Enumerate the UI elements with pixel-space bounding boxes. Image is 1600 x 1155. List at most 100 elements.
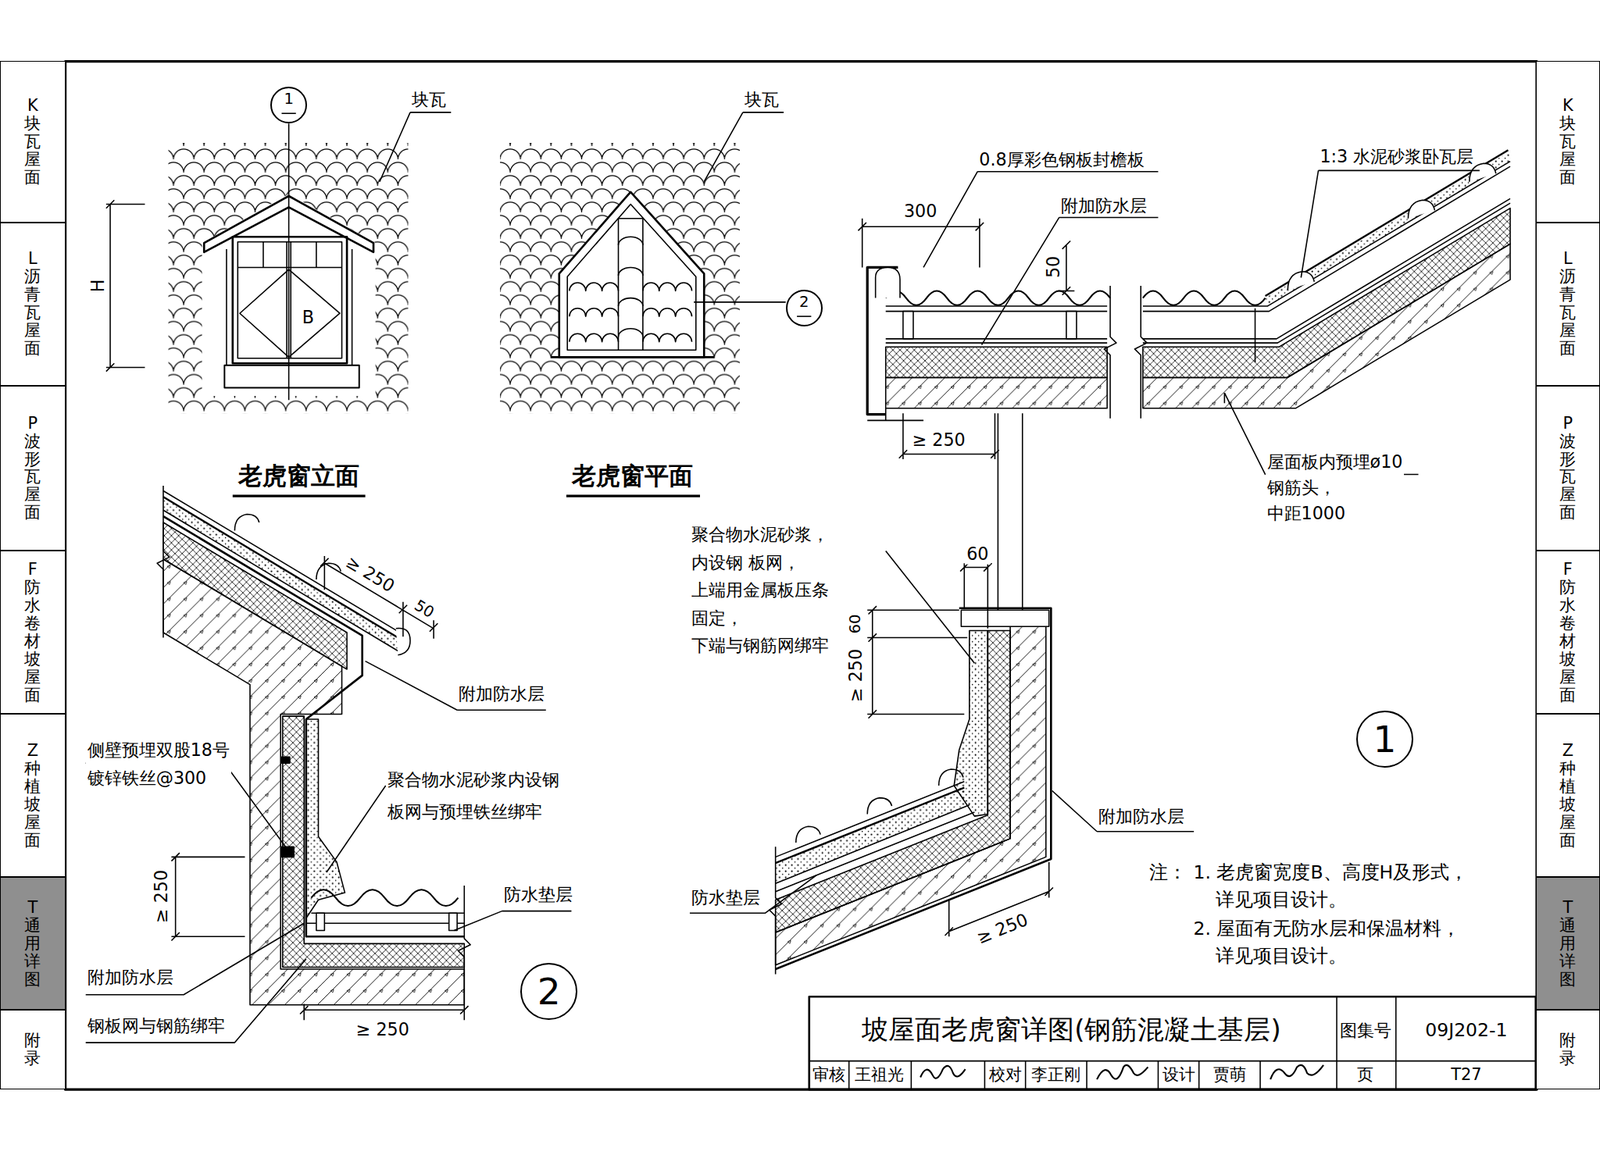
dormer-plan <box>500 142 740 414</box>
sheet-frame <box>809 996 1536 1090</box>
dormer-front-section <box>163 496 404 641</box>
callout-number: 1 <box>1372 721 1397 758</box>
section-tab: L沥青瓦屋面 <box>0 222 66 386</box>
dormer-front-section <box>365 661 547 711</box>
dormer-plan <box>703 112 784 183</box>
dormer-front-section <box>163 490 400 633</box>
dormer-plan <box>618 236 643 337</box>
drawing-title: 坡屋面老虎窗详图(钢筋混凝土基层) <box>860 1012 1283 1049</box>
callout-text: 附加防水层 <box>85 967 175 989</box>
eave-section <box>899 413 1000 460</box>
callout-text: 附加防水层 <box>1059 194 1149 216</box>
note-text: 2. 屋面有无防水层和保温材料， <box>1192 917 1463 940</box>
dormer-plan <box>559 192 704 358</box>
view-title: 老虎窗立面 <box>236 461 361 492</box>
callout-text: 防水垫层 <box>689 887 762 909</box>
dimension-text: 60 <box>846 613 865 636</box>
dormer-elevation <box>224 365 359 389</box>
dormer-plan <box>618 218 643 350</box>
eave-section <box>1300 170 1480 278</box>
eave-section <box>1066 311 1077 340</box>
dormer-plan <box>500 112 811 497</box>
section-tab: F防水卷材坡屋面 <box>1535 550 1600 715</box>
dormer-front-section <box>85 923 305 995</box>
eave-section <box>1224 308 1255 404</box>
callout-text: 防水垫层 <box>502 884 575 906</box>
dormer-front-section <box>85 959 307 1043</box>
note-text: 详见项目设计。 <box>1214 945 1349 968</box>
tab-text: Z种植坡屋面 <box>24 742 41 850</box>
dormer-side-section <box>1052 790 1195 832</box>
dimension-text: 300 <box>902 200 939 222</box>
dormer-plan <box>569 282 619 343</box>
callout-number: 2 <box>537 973 561 1011</box>
callout-text: 块瓦 <box>742 88 781 110</box>
callout-text: 聚合物水泥砂浆，内设钢 板网，上端用金属板压条 固定，下端与钢筋网绑牢 <box>689 521 831 661</box>
eave-section <box>857 150 1511 611</box>
eave-section <box>885 378 1108 409</box>
section-tab: 附录 <box>0 1010 66 1090</box>
dimension-text: 50 <box>1042 254 1065 280</box>
section-tab: T通用详图 <box>0 877 66 1011</box>
dormer-plan <box>567 203 697 350</box>
dimension-text: 60 <box>964 543 990 565</box>
dimension-text: 50 <box>410 595 440 623</box>
section-tab: L沥青瓦屋面 <box>1535 222 1600 386</box>
sheet-frame <box>65 61 1537 1091</box>
title-block-cell: 09J202-1 <box>1423 1019 1509 1042</box>
dormer-side-section <box>689 875 817 914</box>
title-block-cell: 贾萌 <box>1211 1065 1248 1086</box>
eave-section <box>1103 285 1147 419</box>
eave-section <box>885 290 1111 305</box>
title-block-cell: 设计 <box>1160 1065 1197 1086</box>
section-tab: Z种植坡屋面 <box>0 714 66 878</box>
note-text: 注： <box>1147 861 1189 884</box>
dormer-elevation <box>239 269 340 358</box>
tab-text: P波形瓦屋面 <box>24 414 41 523</box>
dormer-front-section <box>300 1003 469 1021</box>
callout-number: 1 <box>283 91 293 108</box>
title-block-cell: 审核 <box>810 1065 847 1086</box>
dormer-front-section <box>281 757 290 764</box>
section-mark: 1 <box>270 86 308 124</box>
dormer-plan <box>796 315 811 318</box>
dormer-front-section <box>449 913 458 931</box>
eave-section <box>885 346 1108 378</box>
dormer-front-section <box>282 716 465 968</box>
title-block-cell: 李正刚 <box>1029 1065 1083 1086</box>
dormer-front-section <box>326 785 386 873</box>
eave-section <box>1287 163 1496 290</box>
callout-text: 0.8厚彩色钢板封檐板 <box>977 148 1146 170</box>
dormer-plan <box>642 282 693 343</box>
dormer-elevation <box>237 242 342 359</box>
dormer-elevation <box>379 112 451 183</box>
title-block-cell: 图集号 <box>1338 1020 1393 1042</box>
dormer-elevation <box>288 123 290 400</box>
callout-text: 附加防水层 <box>1096 806 1186 828</box>
dormer-front-section <box>306 719 346 919</box>
sheet-frame <box>65 61 1537 1091</box>
section-tab: 附录 <box>1535 1010 1600 1090</box>
dormer-front-section <box>85 485 572 1043</box>
callout-number: 2 <box>799 294 809 311</box>
dimension-text: H <box>87 277 109 294</box>
dormer-front-section <box>316 913 325 931</box>
dormer-plan <box>693 301 786 304</box>
title-block-cell: 页 <box>1355 1065 1375 1086</box>
section-mark: 2 <box>785 289 823 327</box>
dormer-elevation <box>237 242 342 359</box>
tab-text: P波形瓦屋面 <box>1559 414 1576 523</box>
callout-text: 1:3 水泥砂浆卧瓦层 <box>1318 146 1476 168</box>
dormer-elevation <box>232 236 347 364</box>
dormer-side-section <box>775 805 975 893</box>
dimension-text: B <box>300 307 316 329</box>
dimension-text: ≥ 250 <box>354 1019 411 1041</box>
dormer-plan <box>566 494 700 497</box>
eave-section <box>923 171 1158 268</box>
dormer-front-section <box>306 913 465 924</box>
dormer-elevation <box>106 200 146 372</box>
eave-section <box>981 217 1158 345</box>
callout-text: 聚合物水泥砂浆内设钢 板网与预埋铁丝绑牢 <box>385 764 561 829</box>
view-title: 老虎窗平面 <box>570 461 695 492</box>
